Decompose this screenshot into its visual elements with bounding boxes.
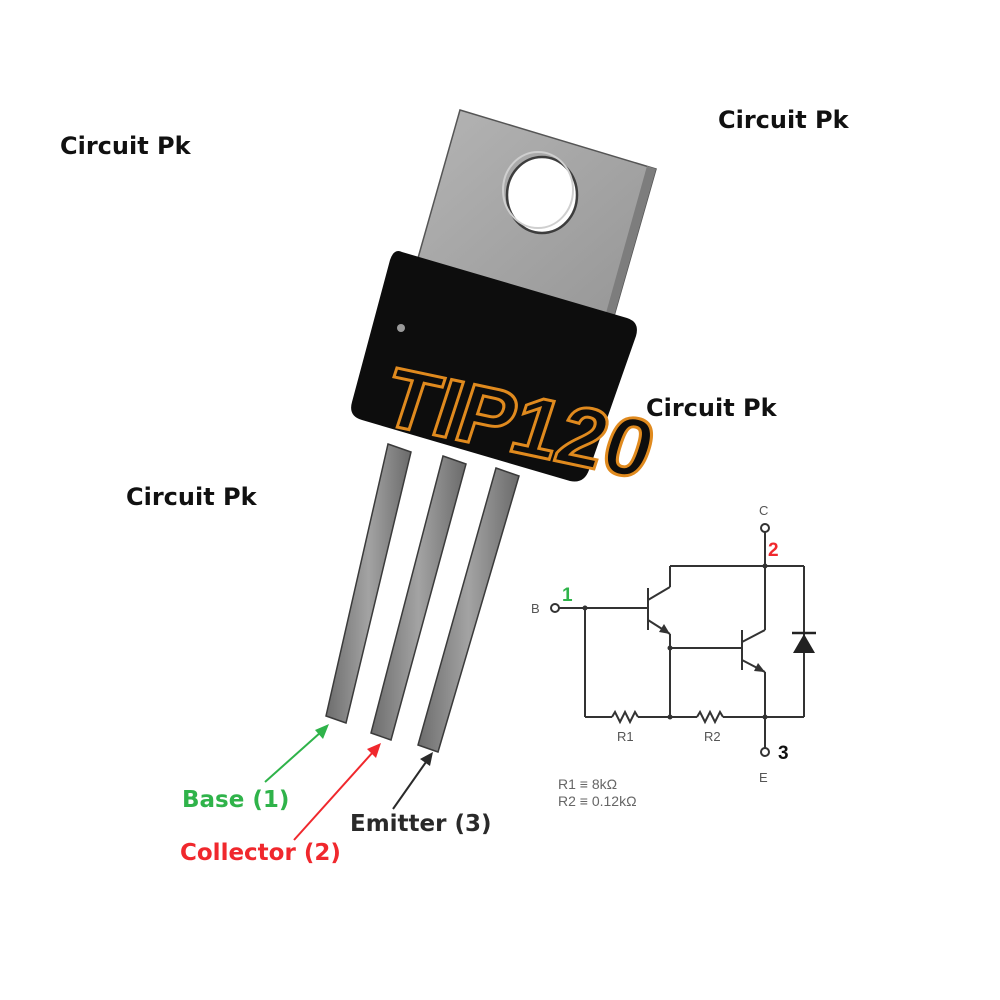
emitter-arrow [392,752,433,810]
q1-emitter-arrow-icon [659,624,670,634]
r1-label: R1 [617,729,634,744]
r1-value: R1 ≡ 8kΩ [558,776,617,792]
pin-number-base: 1 [562,585,573,606]
emitter-pin-label: Emitter (3) [350,811,492,837]
watermark-text: Circuit Pk [126,483,257,511]
base-pin-label: Base (1) [182,787,290,813]
watermark-text: Circuit Pk [60,132,191,160]
lead-collector [370,455,467,741]
pin1-indicator-dot [397,324,405,332]
pin-number-emitter: 3 [778,743,789,764]
r2-label: R2 [704,729,721,744]
watermark-text: Circuit Pk [646,394,777,422]
r2-value: R2 ≡ 0.12kΩ [558,793,637,809]
diode-icon [792,631,816,653]
epoxy-body [351,251,637,482]
lead-emitter [417,467,520,753]
collector-arrow [293,743,381,841]
terminal-label-b: B [531,601,540,616]
q2-emitter-arrow-icon [754,663,765,672]
terminal-label-c: C [759,503,768,518]
pin-number-collector: 2 [768,540,779,561]
heatsink-tab [417,109,657,317]
terminal-label-e: E [759,770,768,785]
collector-pin-label: Collector (2) [180,840,341,866]
lead-base [325,443,412,724]
r2-resistor-icon [696,709,724,725]
collector-terminal-icon [760,523,770,533]
mounting-hole [505,155,579,235]
watermark-text: Circuit Pk [718,106,849,134]
emitter-terminal-icon [760,747,770,757]
base-arrow [264,724,329,783]
r1-resistor-icon [611,709,639,725]
base-terminal-icon [550,603,560,613]
